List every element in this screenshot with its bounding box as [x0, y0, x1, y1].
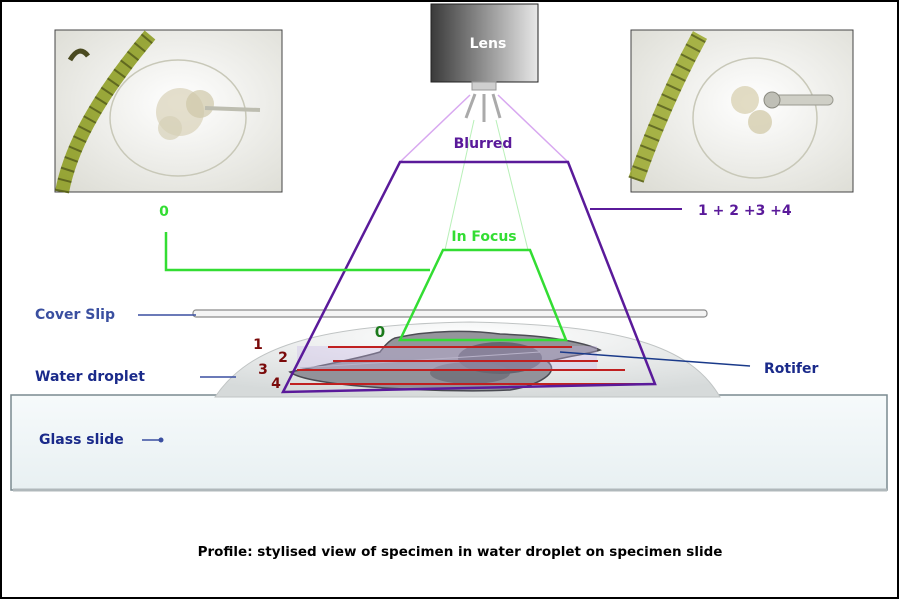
- light-ray-right: [497, 94, 569, 163]
- focus-ray-left: [444, 119, 475, 251]
- glass-slide-label: Glass slide: [39, 432, 124, 448]
- in-focus-label: In Focus: [451, 229, 516, 245]
- lens-label: Lens: [470, 36, 507, 52]
- plane-2-number: 2: [278, 350, 288, 366]
- lens: [430, 3, 539, 122]
- rotifer-leader-line: [559, 351, 751, 367]
- in-focus-leader-line: [164, 232, 430, 272]
- micrograph-combined: [628, 29, 854, 193]
- figure-caption: Profile: stylised view of specimen in wa…: [198, 544, 723, 560]
- cover-slip: [192, 309, 708, 318]
- combined-planes-caption: 1 + 2 +3 +4: [698, 203, 792, 219]
- plane-zero-marker: 0: [375, 323, 385, 341]
- cover-slip-label: Cover Slip: [35, 307, 115, 323]
- plane-1-number: 1: [253, 337, 263, 353]
- water-droplet-label: Water droplet: [35, 369, 145, 385]
- plane-4-number: 4: [271, 376, 281, 392]
- plane-zero-caption: 0: [159, 204, 169, 220]
- rotifer-label: Rotifer: [764, 361, 818, 377]
- in-focus-region-outline: [398, 248, 568, 342]
- light-ray-left: [399, 94, 471, 163]
- glass-slide: [10, 394, 888, 491]
- glass-slide-leader-dot: [158, 437, 164, 443]
- plane-3-number: 3: [258, 362, 268, 378]
- blurred-label: Blurred: [454, 136, 513, 152]
- focus-ray-right: [495, 119, 529, 251]
- micrograph-blurred: [54, 29, 283, 194]
- blurred-region-outline: [280, 160, 657, 394]
